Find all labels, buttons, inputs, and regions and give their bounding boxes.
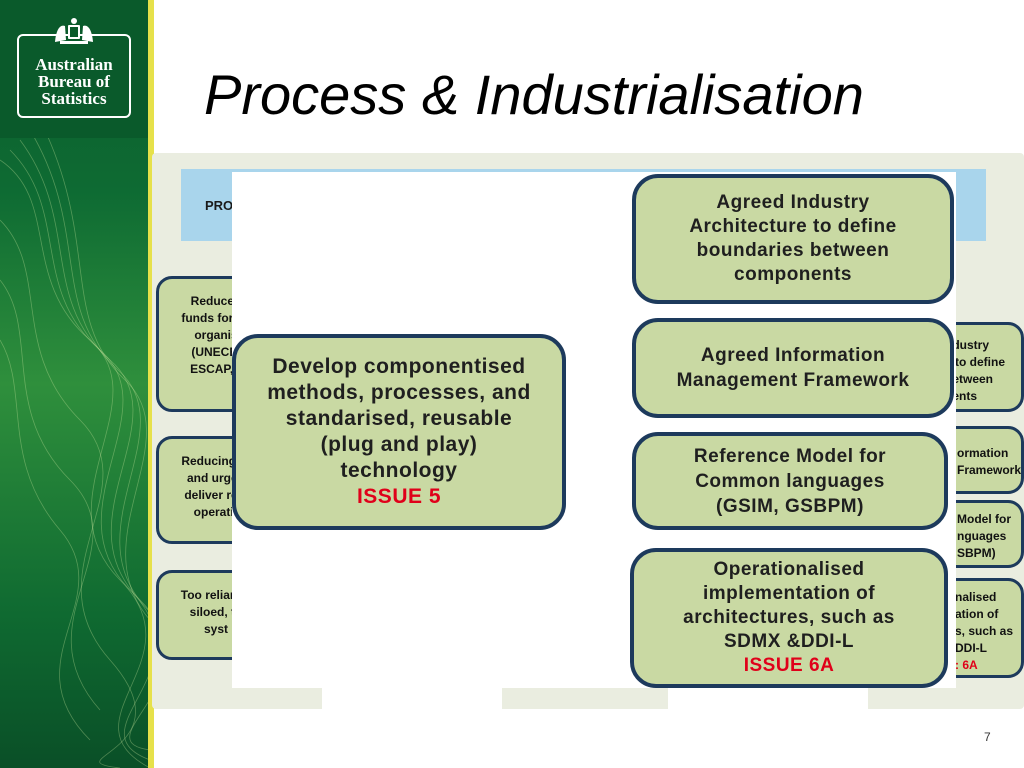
main-box-line: (plug and play): [320, 433, 478, 456]
slide-title: Process & Industrialisation: [204, 63, 864, 126]
box-line: deliver real: [184, 488, 248, 502]
box-line: Framework: [957, 463, 1022, 477]
pill-line: Architecture to define: [689, 216, 897, 237]
box-line: siloed, to: [189, 605, 243, 619]
left-branding-strip: Australian Bureau of Statistics: [0, 0, 150, 768]
right-pill: Agreed Industry Architecture to define b…: [632, 174, 954, 304]
main-box-line: technology: [340, 459, 458, 482]
pill-line: Management Framework: [676, 370, 910, 391]
box-line: and urgen: [186, 471, 245, 485]
right-pill: Agreed Information Management Framework: [632, 318, 954, 418]
logo-text: Australian Bureau of Statistics: [19, 56, 129, 107]
pill-line: components: [734, 264, 852, 285]
pill-line: (GSIM, GSBPM): [716, 495, 864, 517]
pill-line: architectures, such as: [683, 607, 895, 628]
box-line: nents: [945, 389, 978, 403]
pill-line: Operationalised: [713, 559, 865, 580]
box-line: s, such as: [955, 624, 1014, 638]
pill-line: Reference Model for: [693, 445, 887, 467]
panel-gap: [322, 688, 502, 710]
box-line: nguages: [957, 529, 1007, 543]
box-line: organis: [194, 328, 238, 342]
box-line: ation of: [955, 607, 999, 621]
box-line: Reduced: [190, 294, 242, 308]
box-line: syst: [203, 622, 229, 636]
box-line: nalised: [955, 590, 997, 604]
right-pill: Operationalised implementation of archit…: [630, 548, 948, 688]
box-line: DDI-L: [955, 641, 987, 655]
main-issue-box: Develop componentised methods, processes…: [232, 334, 566, 530]
pill-line: Agreed Information: [700, 345, 886, 366]
main-box-line: standarised, reusable: [285, 407, 513, 430]
box-line: between: [945, 372, 994, 386]
logo-line: Bureau of: [38, 72, 110, 91]
pill-line: Common languages: [695, 470, 885, 492]
page-number: 7: [984, 730, 991, 744]
box-line: ESCAP,C: [190, 362, 242, 376]
pill-line: boundaries between: [696, 240, 890, 261]
box-line: (UNECE,: [191, 345, 241, 359]
pill-line: implementation of: [702, 583, 876, 604]
issue-label: ISSUE 6A: [743, 655, 835, 676]
decorative-wave-lines: [0, 120, 150, 768]
logo-line: Australian: [35, 55, 113, 74]
right-pill: Reference Model for Common languages (GS…: [632, 432, 948, 530]
background-banner-text: PROI: [205, 198, 237, 213]
logo-line: Statistics: [41, 89, 107, 108]
main-box-line: methods, processes, and: [267, 381, 531, 404]
box-line: ormation: [957, 446, 1009, 460]
logo-area: Australian Bureau of Statistics: [0, 0, 150, 138]
issue-label: ISSUE 5: [356, 485, 442, 508]
box-line: e to define: [945, 355, 1006, 369]
main-box-line: Develop componentised: [272, 355, 526, 378]
pill-line: SDMX &DDI-L: [723, 631, 855, 652]
box-line: Model for: [957, 512, 1011, 526]
panel-gap: [668, 688, 868, 710]
accent-divider: [148, 0, 154, 768]
box-line: SBPM): [957, 546, 996, 560]
box-issue-label: : 6A: [955, 658, 978, 672]
box-line: ndustry: [945, 338, 990, 352]
pill-line: Agreed Industry: [716, 192, 870, 213]
box-line: operatir: [193, 505, 239, 519]
coat-of-arms-icon: [55, 18, 93, 44]
